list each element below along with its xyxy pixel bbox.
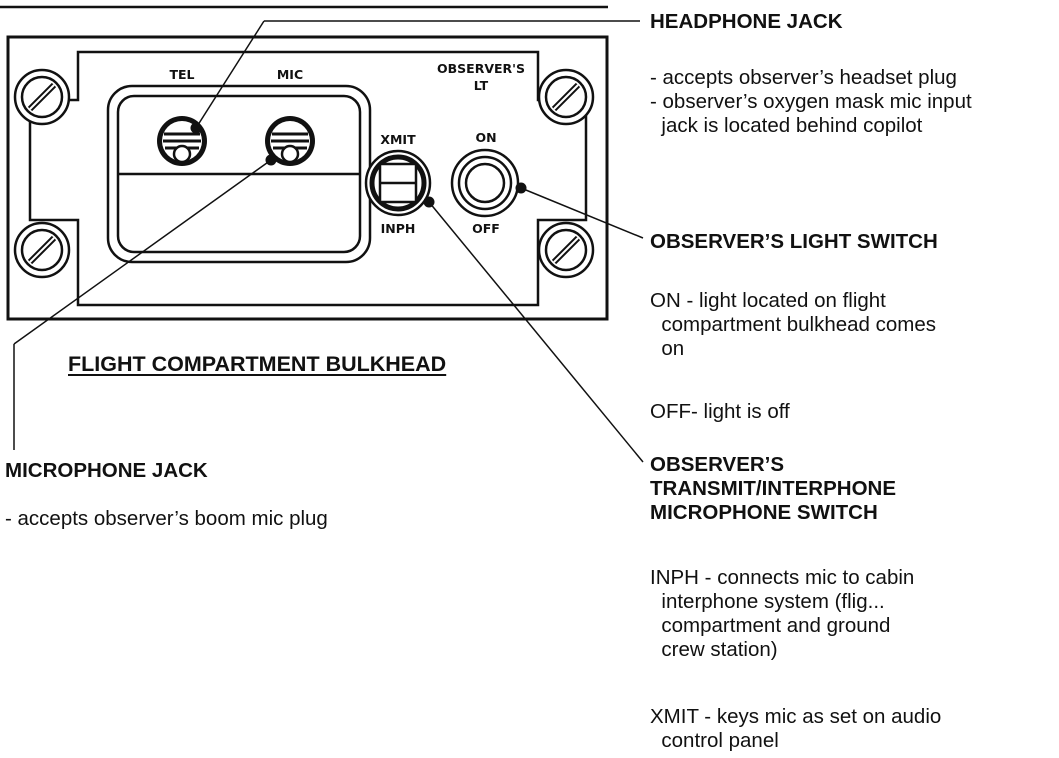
leader-dot-headphone (190, 122, 202, 134)
light-switch-on-line: compartment bulkhead comes (650, 313, 936, 336)
headphone-jack-line: - observer’s oxygen mask mic input (650, 90, 972, 113)
transmit-interphone-switch (364, 149, 432, 217)
light-switch-title: OBSERVER’S LIGHT SWITCH (650, 230, 938, 253)
leader-dot-mic-switch (423, 196, 435, 208)
leader-dot-light-switch (515, 182, 527, 194)
mic-switch-title: OBSERVER’S TRANSMIT/INTERPHONE MICROPHON… (650, 453, 896, 525)
label-mic: MIC (276, 67, 304, 82)
label-on: ON (475, 130, 497, 145)
microphone-jack-mic (265, 116, 315, 166)
mic-switch-xmit-desc: XMIT - keys mic as set on audio control … (650, 705, 941, 753)
headphone-jack-desc: - accepts observer’s headset plug - obse… (650, 66, 972, 138)
label-observers-lt-2: LT (473, 78, 489, 93)
light-switch-on-line: ON - light located on flight (650, 289, 886, 312)
panel-outer-frame (6, 35, 609, 321)
mic-switch-inph-line: compartment and ground (650, 614, 891, 637)
label-off: OFF (472, 221, 500, 236)
mic-switch-xmit-line: control panel (650, 729, 779, 752)
leader-headphone-jack (195, 20, 265, 129)
microphone-jack-title: MICROPHONE JACK (5, 459, 208, 482)
headphone-jack-line: - accepts observer’s headset plug (650, 66, 957, 89)
mic-switch-inph-desc: INPH - connects mic to cabin interphone … (650, 566, 914, 662)
screw-top-right (537, 68, 595, 126)
label-observers-lt-1: OBSERVER'S (437, 61, 525, 76)
mic-switch-title-line: TRANSMIT/INTERPHONE (650, 477, 896, 500)
mic-switch-title-line: OBSERVER’S (650, 453, 785, 476)
light-switch-on-line: on (650, 337, 685, 360)
label-tel: TEL (169, 67, 195, 82)
microphone-jack-desc: - accepts observer’s boom mic plug (5, 507, 328, 530)
mic-switch-inph-line: INPH - connects mic to cabin (650, 566, 915, 589)
mic-switch-inph-line: crew station) (650, 638, 778, 661)
light-switch-on-desc: ON - light located on flight compartment… (650, 289, 936, 361)
screw-bottom-right (537, 221, 595, 279)
leader-mic-switch (428, 201, 644, 463)
mic-switch-inph-line: interphone system (flig... (650, 590, 885, 613)
headphone-jack-title: HEADPHONE JACK (650, 10, 843, 33)
screw-top-left (13, 68, 71, 126)
screw-bottom-left (13, 221, 71, 279)
leader-light-switch (520, 187, 644, 239)
leader-microphone-jack-1 (13, 159, 272, 345)
observer-light-switch (450, 148, 520, 218)
mic-switch-title-line: MICROPHONE SWITCH (650, 501, 878, 524)
light-switch-off-desc: OFF- light is off (650, 400, 790, 423)
headphone-jack-line: jack is located behind copilot (650, 114, 923, 137)
leader-dot-microphone (265, 154, 277, 166)
panel-title: FLIGHT COMPARTMENT BULKHEAD (68, 352, 447, 376)
mic-switch-xmit-line: XMIT - keys mic as set on audio (650, 705, 942, 728)
label-inph: INPH (380, 221, 416, 236)
label-xmit: XMIT (380, 132, 416, 147)
